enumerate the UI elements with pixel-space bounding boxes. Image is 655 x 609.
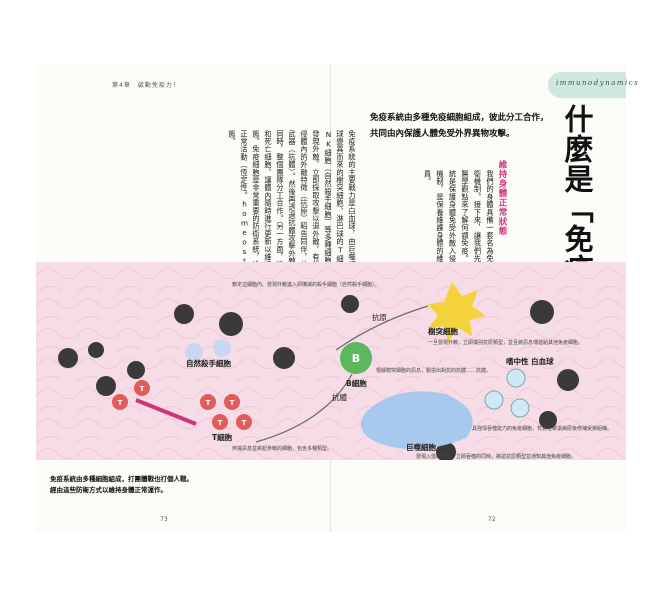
neutrophil-note: 具強悍吞噬能力的免疫細胞，負責在擊退病原後修補受損組織。 [472, 425, 612, 432]
nk-cell-icon [185, 343, 203, 361]
arrows [255, 305, 429, 443]
b-note: 根據樹突細胞的訊息，製造出對抗的抗體……抗體。 [376, 367, 491, 374]
germ-icon [273, 347, 295, 369]
t-cell-letter: T [230, 399, 235, 407]
page-number-right: 72 [488, 516, 496, 523]
macrophage-note: 發現入侵的外敵，立即吞噬的同時，將認抗原類型並通知其他免疫細胞。 [416, 453, 576, 460]
germ-icon [58, 348, 78, 368]
t-cell-icon [224, 394, 240, 410]
t-cell-letter: T [242, 419, 247, 427]
germ-icon [219, 312, 243, 336]
macrophage-label: 巨噬細胞 [406, 442, 436, 452]
t-cell-icon [212, 414, 228, 430]
t-cell-label: T細胞 [212, 432, 233, 442]
t-cell-icon [134, 380, 150, 396]
germ-icon [530, 300, 554, 324]
nk-cell-icon [213, 339, 231, 357]
t-cell-letter: T [218, 419, 223, 427]
side-heading: 維持身體正常狀態 [497, 160, 507, 236]
lede-text: 免疫系統由多種免疫細胞組成，彼此分工合作，共同由內保護人體免受外界異物攻擊。 [370, 113, 549, 139]
bottom-caption: 免疫系統由多種細胞組成，打團體戰也打個人戰。 經由這些防衛方式以維持身體正常運作… [50, 474, 193, 496]
dendritic-cell-icon [428, 282, 486, 342]
b-cell-letter: B [352, 352, 360, 365]
germ-icon [539, 411, 557, 429]
chapter-tab: immunodynamics [548, 72, 638, 98]
page-number-left: 73 [160, 516, 168, 523]
t-cell-icon [112, 394, 128, 410]
t-cell-icon [236, 414, 252, 430]
germ-icons [58, 295, 579, 460]
germ-icon [96, 376, 116, 396]
t-note: 辨識訊息並將起參戰的細胞，包含多種類型。 [232, 445, 332, 452]
neutrophil-icon [510, 398, 530, 418]
right-body-text: 我們的身體具備一套名為免疫的防衛機制。接下來，讓我們先從西方醫學觀點來了解何謂免… [423, 170, 496, 286]
t-cell-letter: T [206, 399, 211, 407]
running-head: 第4章 啟動免疫力！ [112, 82, 180, 89]
t-cell-icon [200, 394, 216, 410]
dendritic-note: 一旦發現外敵，立即識別抗原類型，並且將訊息傳遞給其他免疫細胞。 [428, 339, 583, 346]
nk-note: 鎖定這細胞內、發現外敵進入即攜滅的殺手細胞（自然殺手細胞）。 [232, 281, 380, 288]
t-cell-letter: T [140, 385, 145, 393]
antibody-arrow [255, 373, 353, 443]
t-cell-letter: T [118, 399, 123, 407]
antibody-label: 抗體 [332, 392, 347, 402]
neutrophil-icon [506, 368, 526, 388]
neutrophil-icon [484, 390, 504, 410]
bottom-caption-line2: 經由這些防衛方式以維持身體正常運作。 [50, 486, 167, 494]
macrophage-icon [360, 391, 473, 450]
germ-icon [127, 361, 145, 379]
t-cell-icons [112, 380, 252, 430]
nk-cell-label: 自然殺手細胞 [186, 358, 231, 368]
antigen-label: 抗原 [372, 312, 387, 322]
b-cell-icon [340, 342, 372, 374]
germ-icon [174, 304, 194, 324]
left-body-text: 免疫系統的主要戰力是白血球，由巨噬細胞、同樣由單核球變異而來的樹突細胞、淋巴球的… [228, 130, 357, 327]
antigen-arrow [335, 305, 429, 351]
germ-icon [436, 442, 456, 460]
b-cell-label: B細胞 [346, 378, 367, 388]
chapter-tab-text: immunodynamics [556, 79, 640, 87]
germ-icon [557, 369, 579, 391]
germ-icon [88, 342, 104, 358]
germ-icon [341, 295, 359, 313]
immune-diagram: B T T T T T T 抗原 抗體 B細胞 T細胞 自然殺手細胞 樹突細胞 … [36, 262, 626, 460]
neutrophil-label: 嗜中性 白血球 [506, 356, 554, 366]
dendritic-label: 樹突細胞 [428, 326, 458, 336]
bottom-caption-line1: 免疫系統由多種細胞組成，打團體戰也打個人戰。 [50, 475, 193, 483]
attack-arrow [135, 398, 197, 426]
